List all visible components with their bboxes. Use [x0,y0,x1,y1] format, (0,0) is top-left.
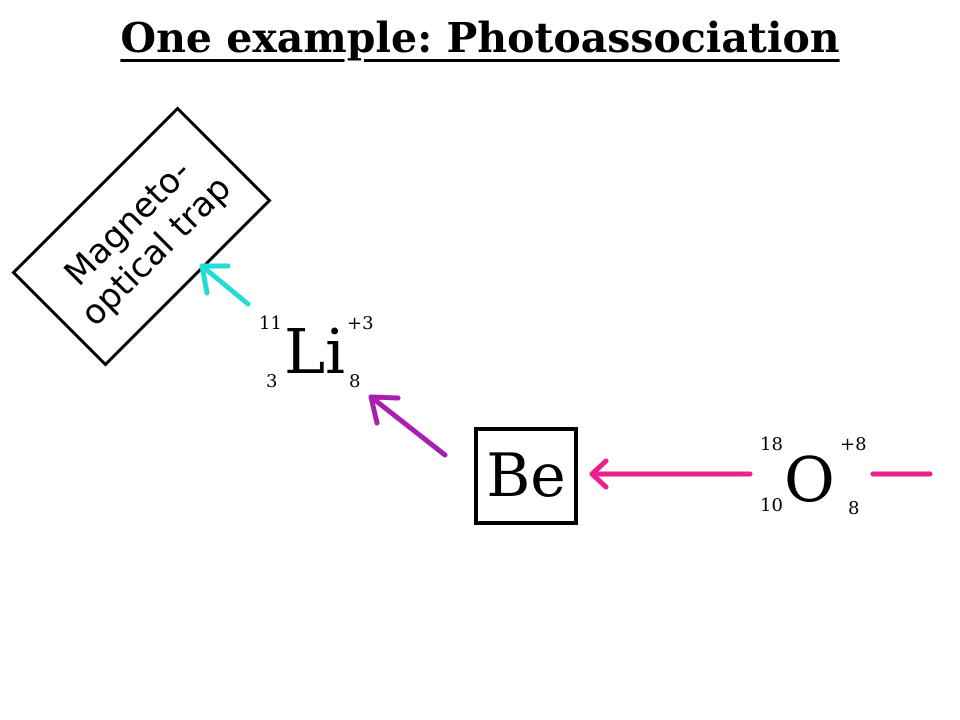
li-atomic-number: 3 [266,371,278,392]
purple-arrow [368,394,448,458]
li-mass-number: 11 [259,313,282,334]
o-charge: +8 [840,434,867,455]
be-symbol: Be [486,441,566,511]
li-neutron-number: 8 [349,371,361,392]
o-symbol: O [784,443,835,516]
o-neutron-number: 8 [848,498,860,519]
o-atomic-number: 10 [760,495,783,516]
li-symbol: Li [284,315,346,388]
magenta-arrow [589,458,753,490]
slide-title: One example: Photoassociation [120,14,840,62]
be-nucleus-box: Be [474,427,578,525]
cyan-arrow [199,263,251,307]
li-charge: +3 [347,313,374,334]
o-mass-number: 18 [760,434,783,455]
